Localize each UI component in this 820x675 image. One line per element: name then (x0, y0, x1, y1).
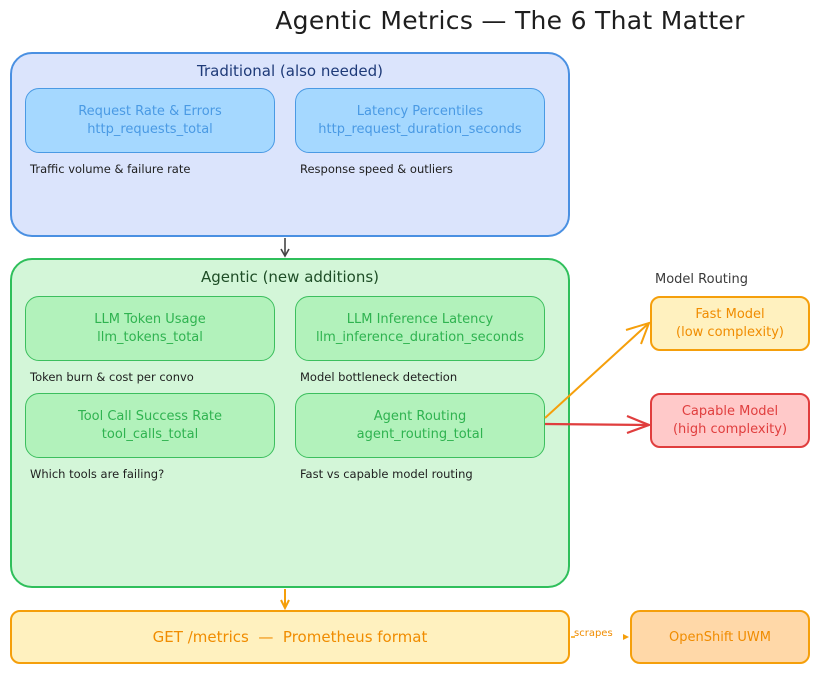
metrics-endpoint-node[interactable]: GET /metrics — Prometheus format (10, 610, 570, 664)
metric-card-request-rate[interactable]: Request Rate & Errors http_requests_tota… (25, 88, 275, 153)
capable-model-node[interactable]: Capable Model (high complexity) (650, 393, 810, 448)
metric-card-agent-routing[interactable]: Agent Routing agent_routing_total (295, 393, 545, 458)
metric-description: Token burn & cost per convo (30, 370, 194, 384)
arrow-agentic-to-metrics (280, 589, 290, 611)
model-routing-label: Model Routing (655, 272, 749, 287)
metric-card-title: Request Rate & Errors (78, 103, 222, 119)
metric-card-metric: tool_calls_total (101, 426, 199, 442)
metric-card-llm-token-usage[interactable]: LLM Token Usage llm_tokens_total (25, 296, 275, 361)
scrapes-edge-label: scrapes (574, 628, 613, 639)
metric-card-title: LLM Inference Latency (346, 311, 494, 327)
metric-card-metric: llm_tokens_total (97, 329, 203, 345)
arrow-routing-to-capable-model (544, 414, 653, 435)
arrow-metrics-to-uwm (571, 634, 629, 640)
metric-card-metric: http_requests_total (87, 121, 213, 137)
metric-card-title: Tool Call Success Rate (77, 408, 223, 424)
metric-card-llm-inference-latency[interactable]: LLM Inference Latency llm_inference_dura… (295, 296, 545, 361)
metric-card-metric: llm_inference_duration_seconds (315, 329, 525, 345)
metric-card-title: LLM Token Usage (94, 311, 206, 327)
metric-description: Traffic volume & failure rate (30, 162, 191, 176)
openshift-uwm-node[interactable]: OpenShift UWM (630, 610, 810, 664)
agentic-group-label: Agentic (new additions) (200, 268, 379, 286)
metric-card-metric: http_request_duration_seconds (318, 121, 522, 137)
fast-model-name: Fast Model (695, 306, 765, 322)
fast-model-node[interactable]: Fast Model (low complexity) (650, 296, 810, 351)
fast-model-detail: (low complexity) (676, 324, 784, 340)
metric-description: Response speed & outliers (300, 162, 453, 176)
metrics-endpoint-label: GET /metrics — Prometheus format (152, 628, 428, 646)
metric-description: Which tools are failing? (30, 467, 165, 481)
metric-card-latency-percentiles[interactable]: Latency Percentiles http_request_duratio… (295, 88, 545, 153)
openshift-uwm-label: OpenShift UWM (669, 629, 771, 645)
metric-card-metric: agent_routing_total (356, 426, 484, 442)
metric-card-title: Latency Percentiles (356, 103, 484, 119)
metric-card-title: Agent Routing (373, 408, 467, 424)
traditional-group-label: Traditional (also needed) (197, 62, 383, 80)
arrow-routing-to-fast-model (544, 321, 651, 419)
metric-description: Fast vs capable model routing (300, 467, 473, 481)
arrow-traditional-to-agentic (280, 238, 290, 258)
metric-card-tool-call-success[interactable]: Tool Call Success Rate tool_calls_total (25, 393, 275, 458)
diagram-title: Agentic Metrics — The 6 That Matter (275, 6, 745, 35)
capable-model-name: Capable Model (681, 403, 779, 419)
capable-model-detail: (high complexity) (672, 421, 788, 437)
metric-description: Model bottleneck detection (300, 370, 458, 384)
